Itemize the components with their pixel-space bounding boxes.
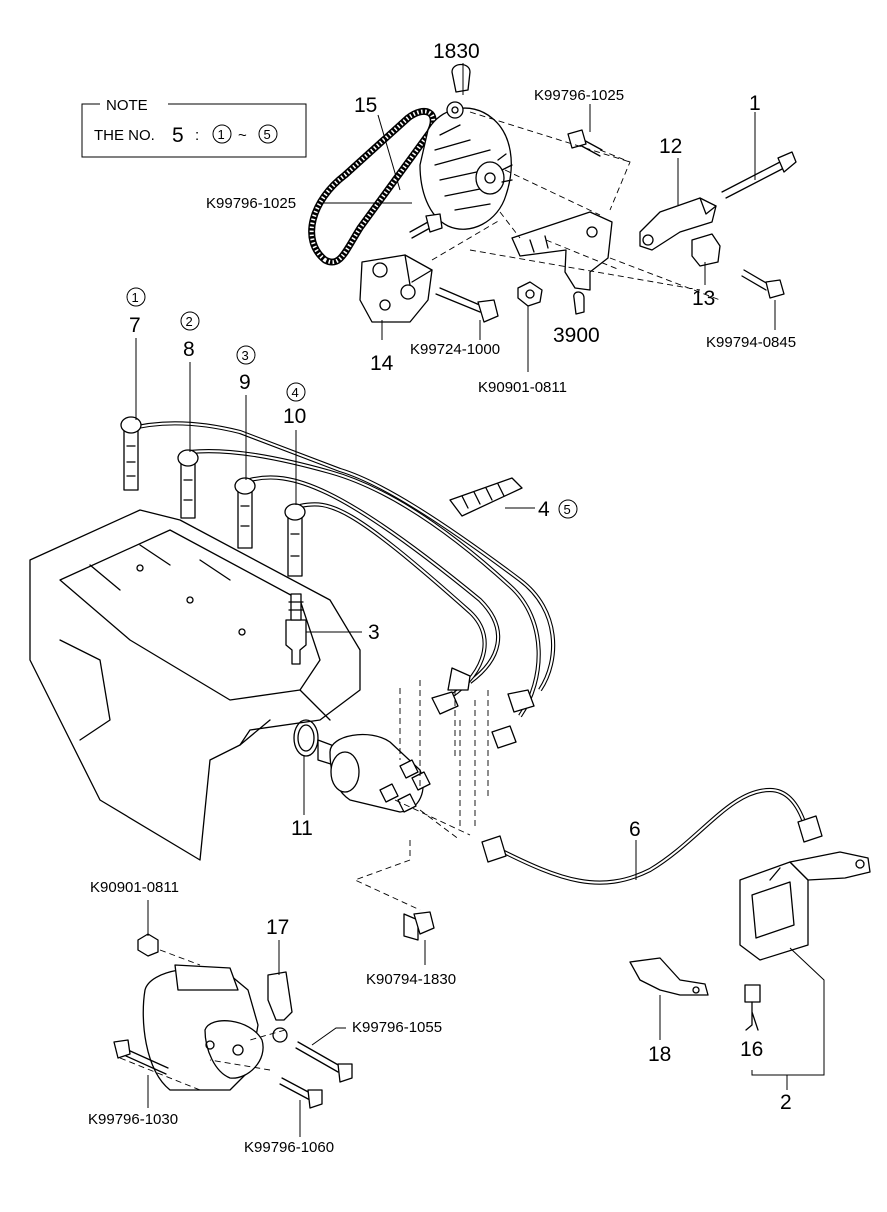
alternator-assembly (308, 63, 797, 323)
bolt-k90794-1830 (403, 913, 419, 941)
label-11: 11 (291, 817, 313, 840)
block-13 (691, 233, 721, 267)
label-10: 10 (283, 405, 306, 428)
starter-motor (142, 964, 264, 1091)
label-1830: 1830 (433, 40, 480, 63)
label-14: 14 (370, 352, 394, 375)
bolt-k99794-0845 (741, 269, 769, 291)
circle-label-1: 1 (132, 290, 139, 305)
label-15: 15 (354, 94, 377, 117)
label-17: 17 (266, 916, 289, 939)
label-7: 7 (129, 314, 141, 337)
note-from: 1 (218, 127, 225, 142)
bolt-k99796-1025-mid (409, 221, 431, 239)
alternator-bracket-14 (359, 254, 433, 323)
bolt-1 (721, 161, 785, 199)
ignition-wire-set (120, 416, 556, 749)
alternator (419, 107, 512, 230)
label-3: 3 (368, 621, 380, 644)
note-separator: : (195, 127, 199, 144)
bracket-17 (267, 971, 293, 1021)
plug-wire-7 (123, 429, 139, 491)
label-3900: 3900 (553, 324, 600, 347)
note-tilde: ~ (238, 127, 247, 144)
note-title: NOTE (106, 97, 148, 114)
sensor-16 (744, 984, 761, 1003)
label-k99794-0845: K99794-0845 (706, 334, 796, 351)
distributor (317, 733, 431, 813)
plug-wire-10 (287, 513, 303, 577)
label-k99796-1030: K99796-1030 (88, 1111, 178, 1128)
label-k99796-1055: K99796-1055 (352, 1019, 442, 1036)
label-k99796-1025-top: K99796-1025 (534, 87, 624, 104)
bracket-3900 (511, 211, 613, 291)
note-to: 5 (264, 127, 271, 142)
label-k99796-1025-mid: K99796-1025 (206, 195, 296, 212)
label-4: 4 (538, 498, 550, 521)
circle-label-5: 5 (564, 502, 571, 517)
bolt-k99796-1030 (125, 1049, 169, 1075)
label-k90794-1830: K90794-1830 (366, 971, 456, 988)
circle-label-2: 2 (186, 314, 193, 329)
wire-clip-4 (449, 477, 523, 517)
label-k99724-1000: K99724-1000 (410, 341, 500, 358)
coil-wire-6 (481, 787, 823, 885)
label-1: 1 (749, 92, 761, 115)
label-12: 12 (659, 135, 682, 158)
strap-18 (629, 957, 709, 996)
bolt-k99724-1000 (435, 287, 483, 313)
ignition-coil (739, 851, 871, 961)
label-9: 9 (239, 371, 251, 394)
note-box: NOTE THE NO. 5 : 1 ~ 5 (81, 97, 307, 158)
bolt-k99796-1060 (279, 1077, 313, 1101)
spark-plug-3 (285, 619, 307, 665)
note-number: 5 (172, 124, 184, 147)
label-k90901-0811-bot: K90901-0811 (90, 879, 179, 896)
label-2: 2 (780, 1091, 792, 1114)
label-8: 8 (183, 338, 195, 361)
nut-k90901-0811-bot (137, 933, 159, 957)
circle-label-4: 4 (292, 385, 299, 400)
label-6: 6 (629, 818, 641, 841)
label-k90901-0811-top: K90901-0811 (478, 379, 567, 396)
o-ring-11 (293, 719, 319, 757)
plug-wire-8 (180, 461, 196, 519)
note-prefix: THE NO. (94, 127, 155, 144)
nut-k90901-0811-top (517, 281, 543, 307)
bolt-k99796-1055 (295, 1041, 341, 1073)
label-16: 16 (740, 1038, 763, 1061)
cylinder-head (29, 509, 361, 861)
plug-wire-9 (237, 487, 253, 549)
circle-label-3: 3 (242, 348, 249, 363)
label-k99796-1060: K99796-1060 (244, 1139, 334, 1156)
label-13: 13 (692, 287, 715, 310)
bracket-12 (639, 197, 717, 251)
label-18: 18 (648, 1043, 671, 1066)
